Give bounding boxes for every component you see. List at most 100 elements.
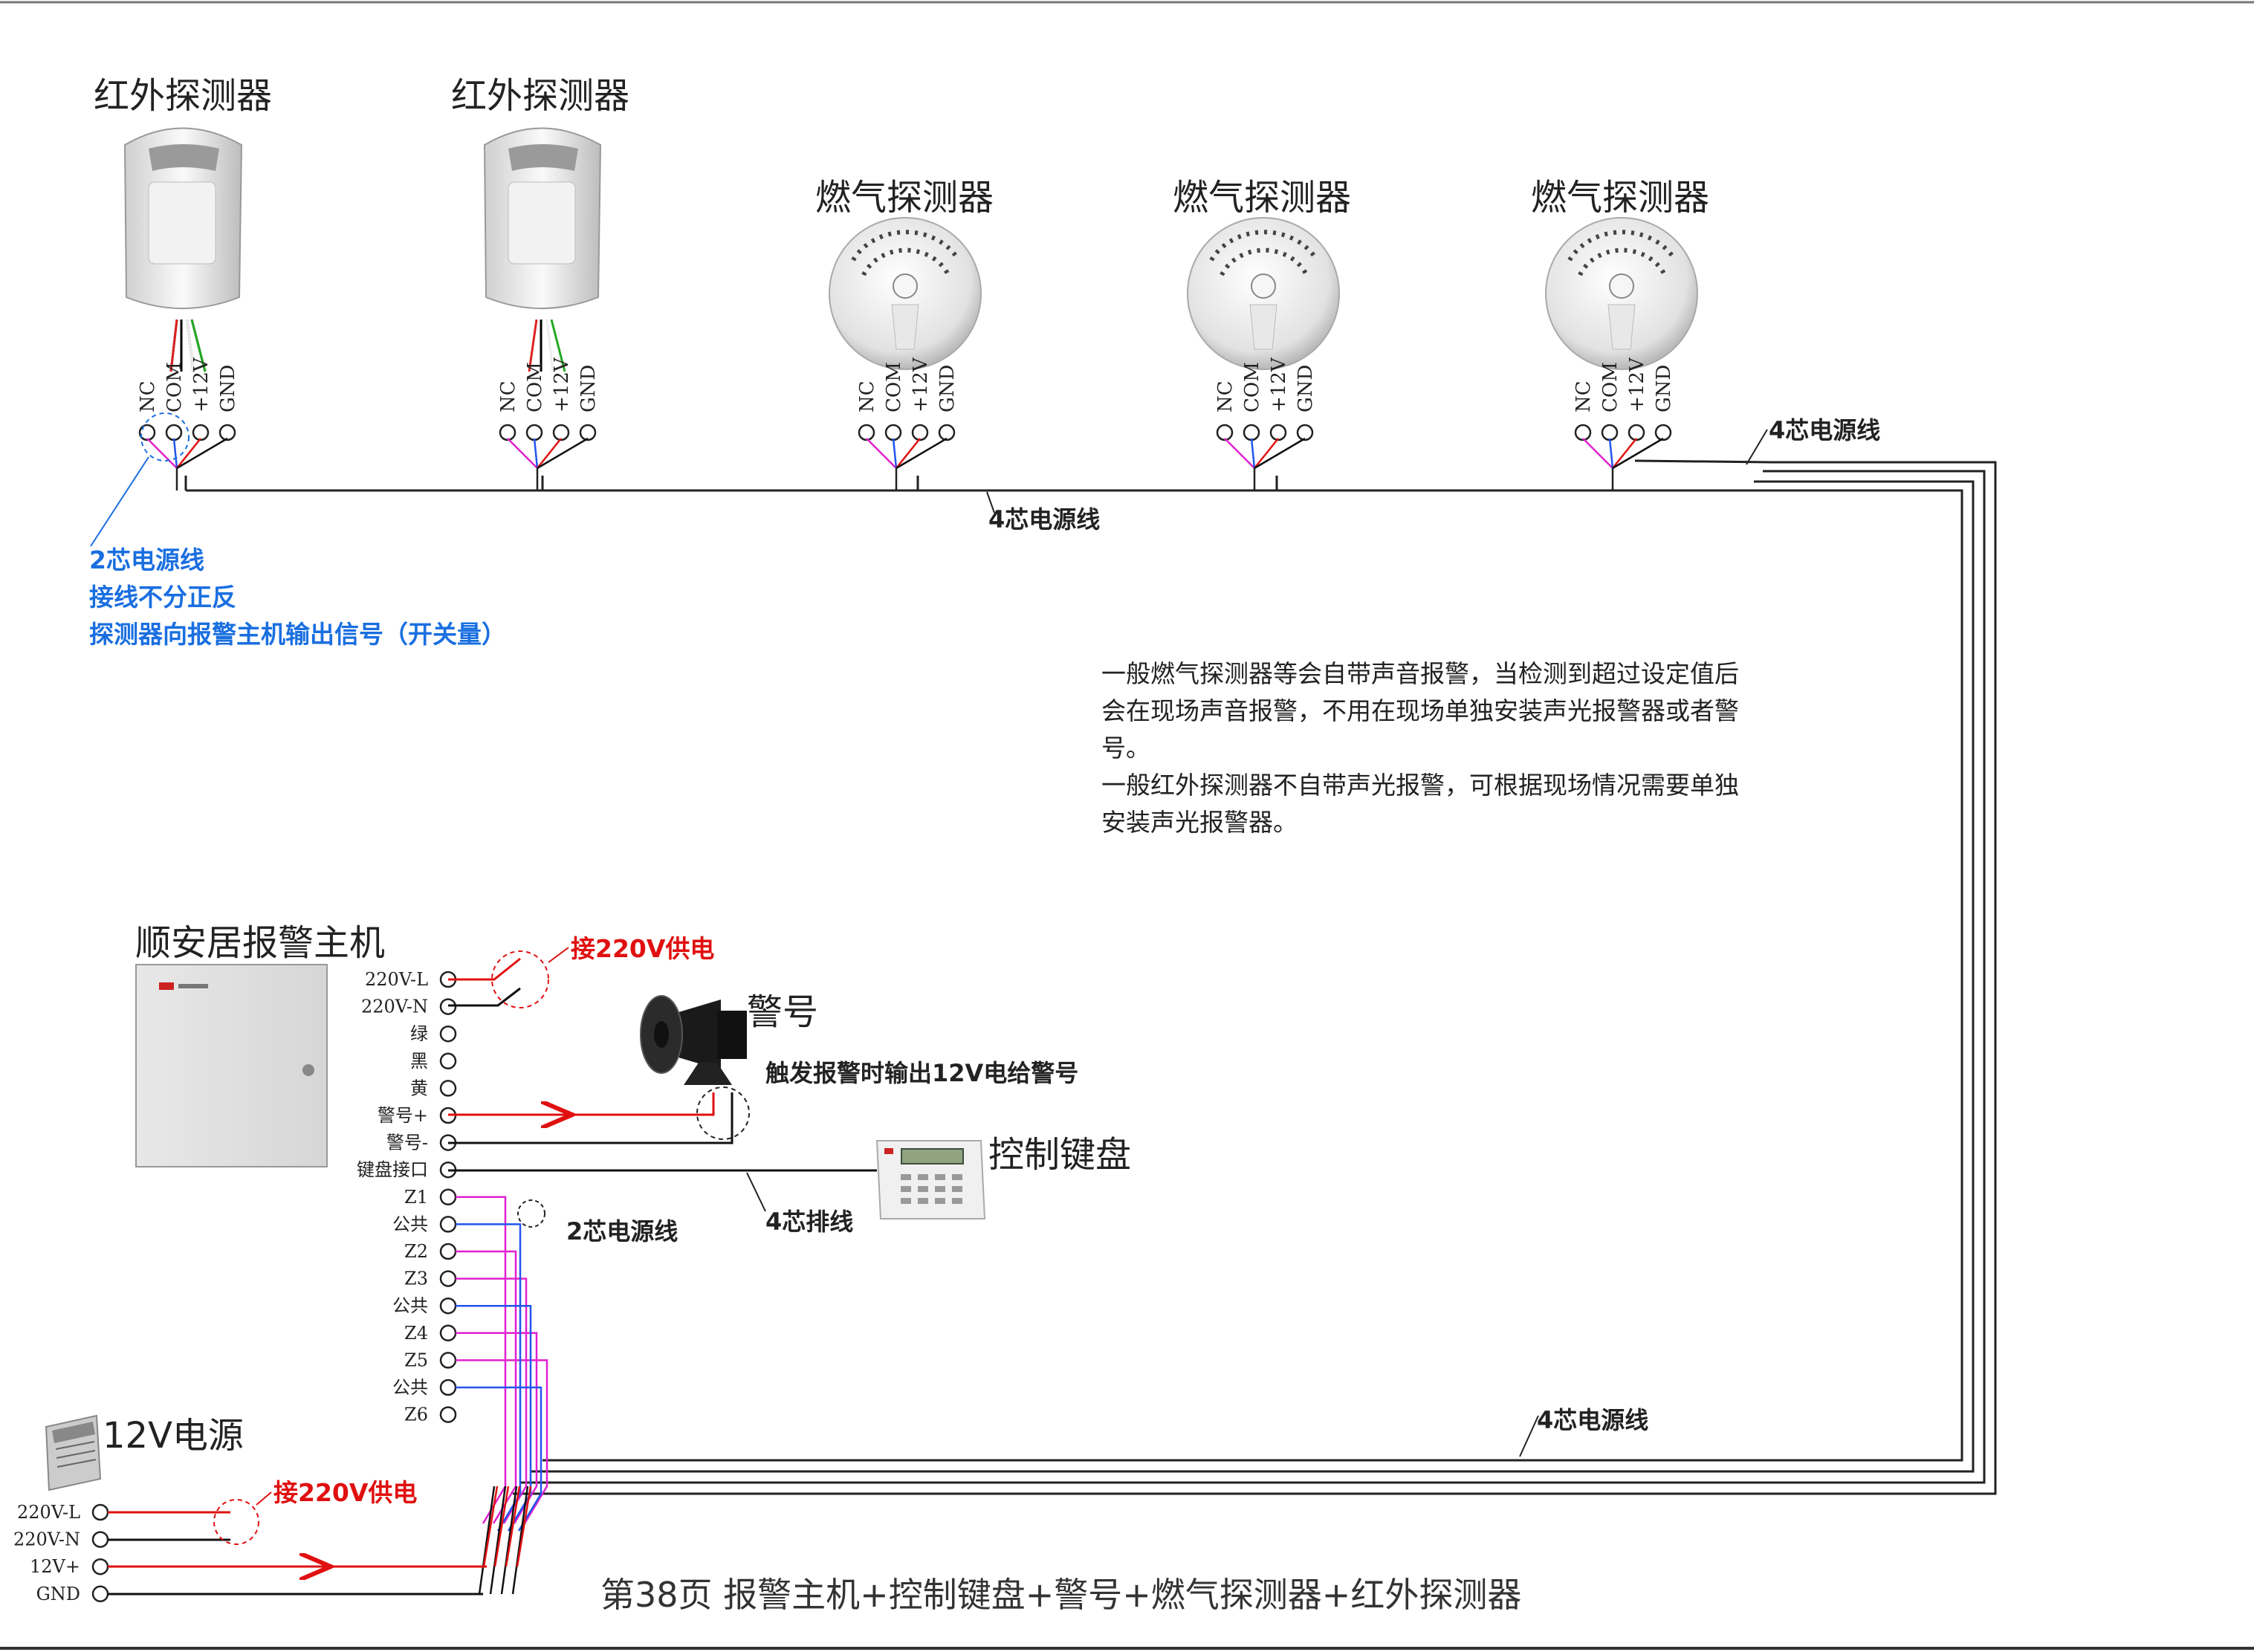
pin-label-gnd: GND — [1653, 365, 1675, 412]
host-terminal-screw — [439, 1025, 457, 1043]
callout-circle-blue — [140, 412, 190, 461]
pin-label-nc: NC — [137, 380, 159, 412]
host-terminal-screw — [439, 1379, 457, 1396]
host-mains-callout — [491, 950, 549, 1008]
terminal-screw — [525, 424, 543, 441]
blue-note-2: 接线不分正反 — [89, 583, 236, 612]
bundle-wire — [516, 1486, 532, 1567]
terminal-screw — [552, 424, 570, 441]
wire-gnd — [896, 437, 948, 470]
wire-nc — [1224, 438, 1255, 469]
host-terminal-label: 公共 — [392, 1214, 428, 1234]
blue-note-3: 探测器向报警主机输出信号（开关量） — [89, 620, 506, 649]
host-terminal-screw — [439, 1297, 457, 1315]
terminal-screw — [1574, 424, 1592, 441]
blue-note-1: 2芯电源线 — [89, 545, 204, 574]
pin-label-com: COM — [1599, 362, 1622, 412]
pin-label-plus12v: +12V — [551, 357, 573, 412]
zone-wiring — [456, 1196, 548, 1595]
wire-12v — [176, 438, 201, 469]
pir-detector-1-title: 红外探测器 — [94, 75, 272, 117]
host-terminal-label: Z1 — [404, 1187, 428, 1208]
host-terminal-label: 220V-N — [361, 997, 428, 1017]
terminal-screw — [579, 424, 597, 441]
host-terminal-label: 公共 — [392, 1295, 428, 1316]
wire-12v — [537, 438, 562, 469]
host-terminal-screw — [439, 1270, 457, 1287]
gas-detector-3-title: 燃气探测器 — [1531, 177, 1709, 218]
psu-12v: 12V电源 — [45, 1414, 244, 1491]
zone-wire-signal — [456, 1359, 548, 1524]
host-terminal-screw — [439, 1188, 457, 1206]
wire-nc — [1582, 438, 1613, 469]
pir-detector-2-title: 红外探测器 — [451, 75, 629, 117]
terminal-screw — [165, 424, 183, 441]
host-terminal-screw — [439, 1324, 457, 1342]
pin-label-gnd: GND — [577, 365, 600, 412]
power-bus-label-top-right: 4芯电源线 — [1769, 416, 1880, 444]
gas-detector-1-title: 燃气探测器 — [815, 177, 994, 218]
gas-detector-2-title: 燃气探测器 — [1173, 177, 1351, 218]
psu-mains-callout — [213, 1499, 259, 1545]
host-terminal-screw — [439, 1052, 457, 1070]
psu-terminal-label: 12V+ — [30, 1556, 80, 1577]
pin-label-com: COM — [1241, 362, 1263, 412]
info-note-4: 一般红外探测器不自带声光报警，可根据现场情况需要单独 — [1101, 771, 1739, 800]
bundle-wire — [511, 1486, 529, 1595]
power-bus-label-mid: 4芯电源线 — [988, 505, 1100, 534]
psu-terminal-screw — [91, 1585, 109, 1603]
terminal-screw — [938, 424, 956, 441]
wire-12v — [896, 438, 921, 469]
keypad-title: 控制键盘 — [988, 1134, 1131, 1176]
control-keypad: 控制键盘 — [875, 1134, 1131, 1219]
psu-terminal-screw — [91, 1531, 109, 1548]
pin-label-com: COM — [524, 362, 546, 412]
terminal-screw — [1243, 424, 1260, 441]
info-note-2: 会在现场声音报警，不用在现场单独安装声光报警器或者警 — [1101, 696, 1739, 725]
info-note-1: 一般燃气探测器等会自带声音报警，当检测到超过设定值后 — [1101, 659, 1739, 688]
info-note-5: 安装声光报警器。 — [1101, 808, 1298, 837]
wire-gnd — [176, 437, 228, 470]
psu-dc-wiring — [108, 1567, 487, 1596]
host-terminal-label: Z3 — [404, 1269, 428, 1289]
pin-label-gnd: GND — [217, 365, 239, 412]
info-note-3: 号。 — [1101, 733, 1150, 762]
host-terminal-screw — [439, 1352, 457, 1369]
pin-label-plus12v: +12V — [1626, 357, 1648, 412]
wire-nc — [507, 438, 538, 469]
wire-nc — [866, 438, 897, 469]
wire-12v — [1612, 438, 1637, 469]
pin-label-plus12v: +12V — [910, 357, 932, 412]
wire-gnd — [1254, 437, 1306, 470]
host-terminal-label: 键盘接口 — [357, 1159, 428, 1180]
wire-com — [1250, 438, 1256, 469]
zone-wire-callout — [517, 1199, 545, 1228]
bundle-wire — [482, 1486, 499, 1567]
psu-title: 12V电源 — [103, 1415, 244, 1457]
wire-com — [172, 438, 178, 469]
psu-terminal-screw — [91, 1558, 109, 1575]
wire-12v — [1254, 438, 1279, 469]
pir-detector-1: 红外探测器 — [94, 75, 272, 372]
terminal-screw — [1216, 424, 1234, 441]
gas-detector-1: 燃气探测器 — [815, 177, 994, 370]
siren-wiring — [448, 1092, 733, 1144]
power-bus-label-bottom: 4芯电源线 — [1537, 1406, 1648, 1434]
host-power-note: 接220V供电 — [571, 934, 714, 963]
host-terminal-label: Z2 — [404, 1241, 428, 1262]
gas-detector-2: 燃气探测器 — [1173, 177, 1351, 370]
wire-gnd — [537, 437, 589, 470]
terminal-screw — [499, 424, 516, 441]
host-terminal-label: Z4 — [404, 1323, 428, 1344]
host-terminal-screw — [439, 1243, 457, 1260]
terminal-screw — [858, 424, 875, 441]
bundle-wire — [505, 1486, 521, 1567]
terminal-screw — [1628, 424, 1645, 441]
